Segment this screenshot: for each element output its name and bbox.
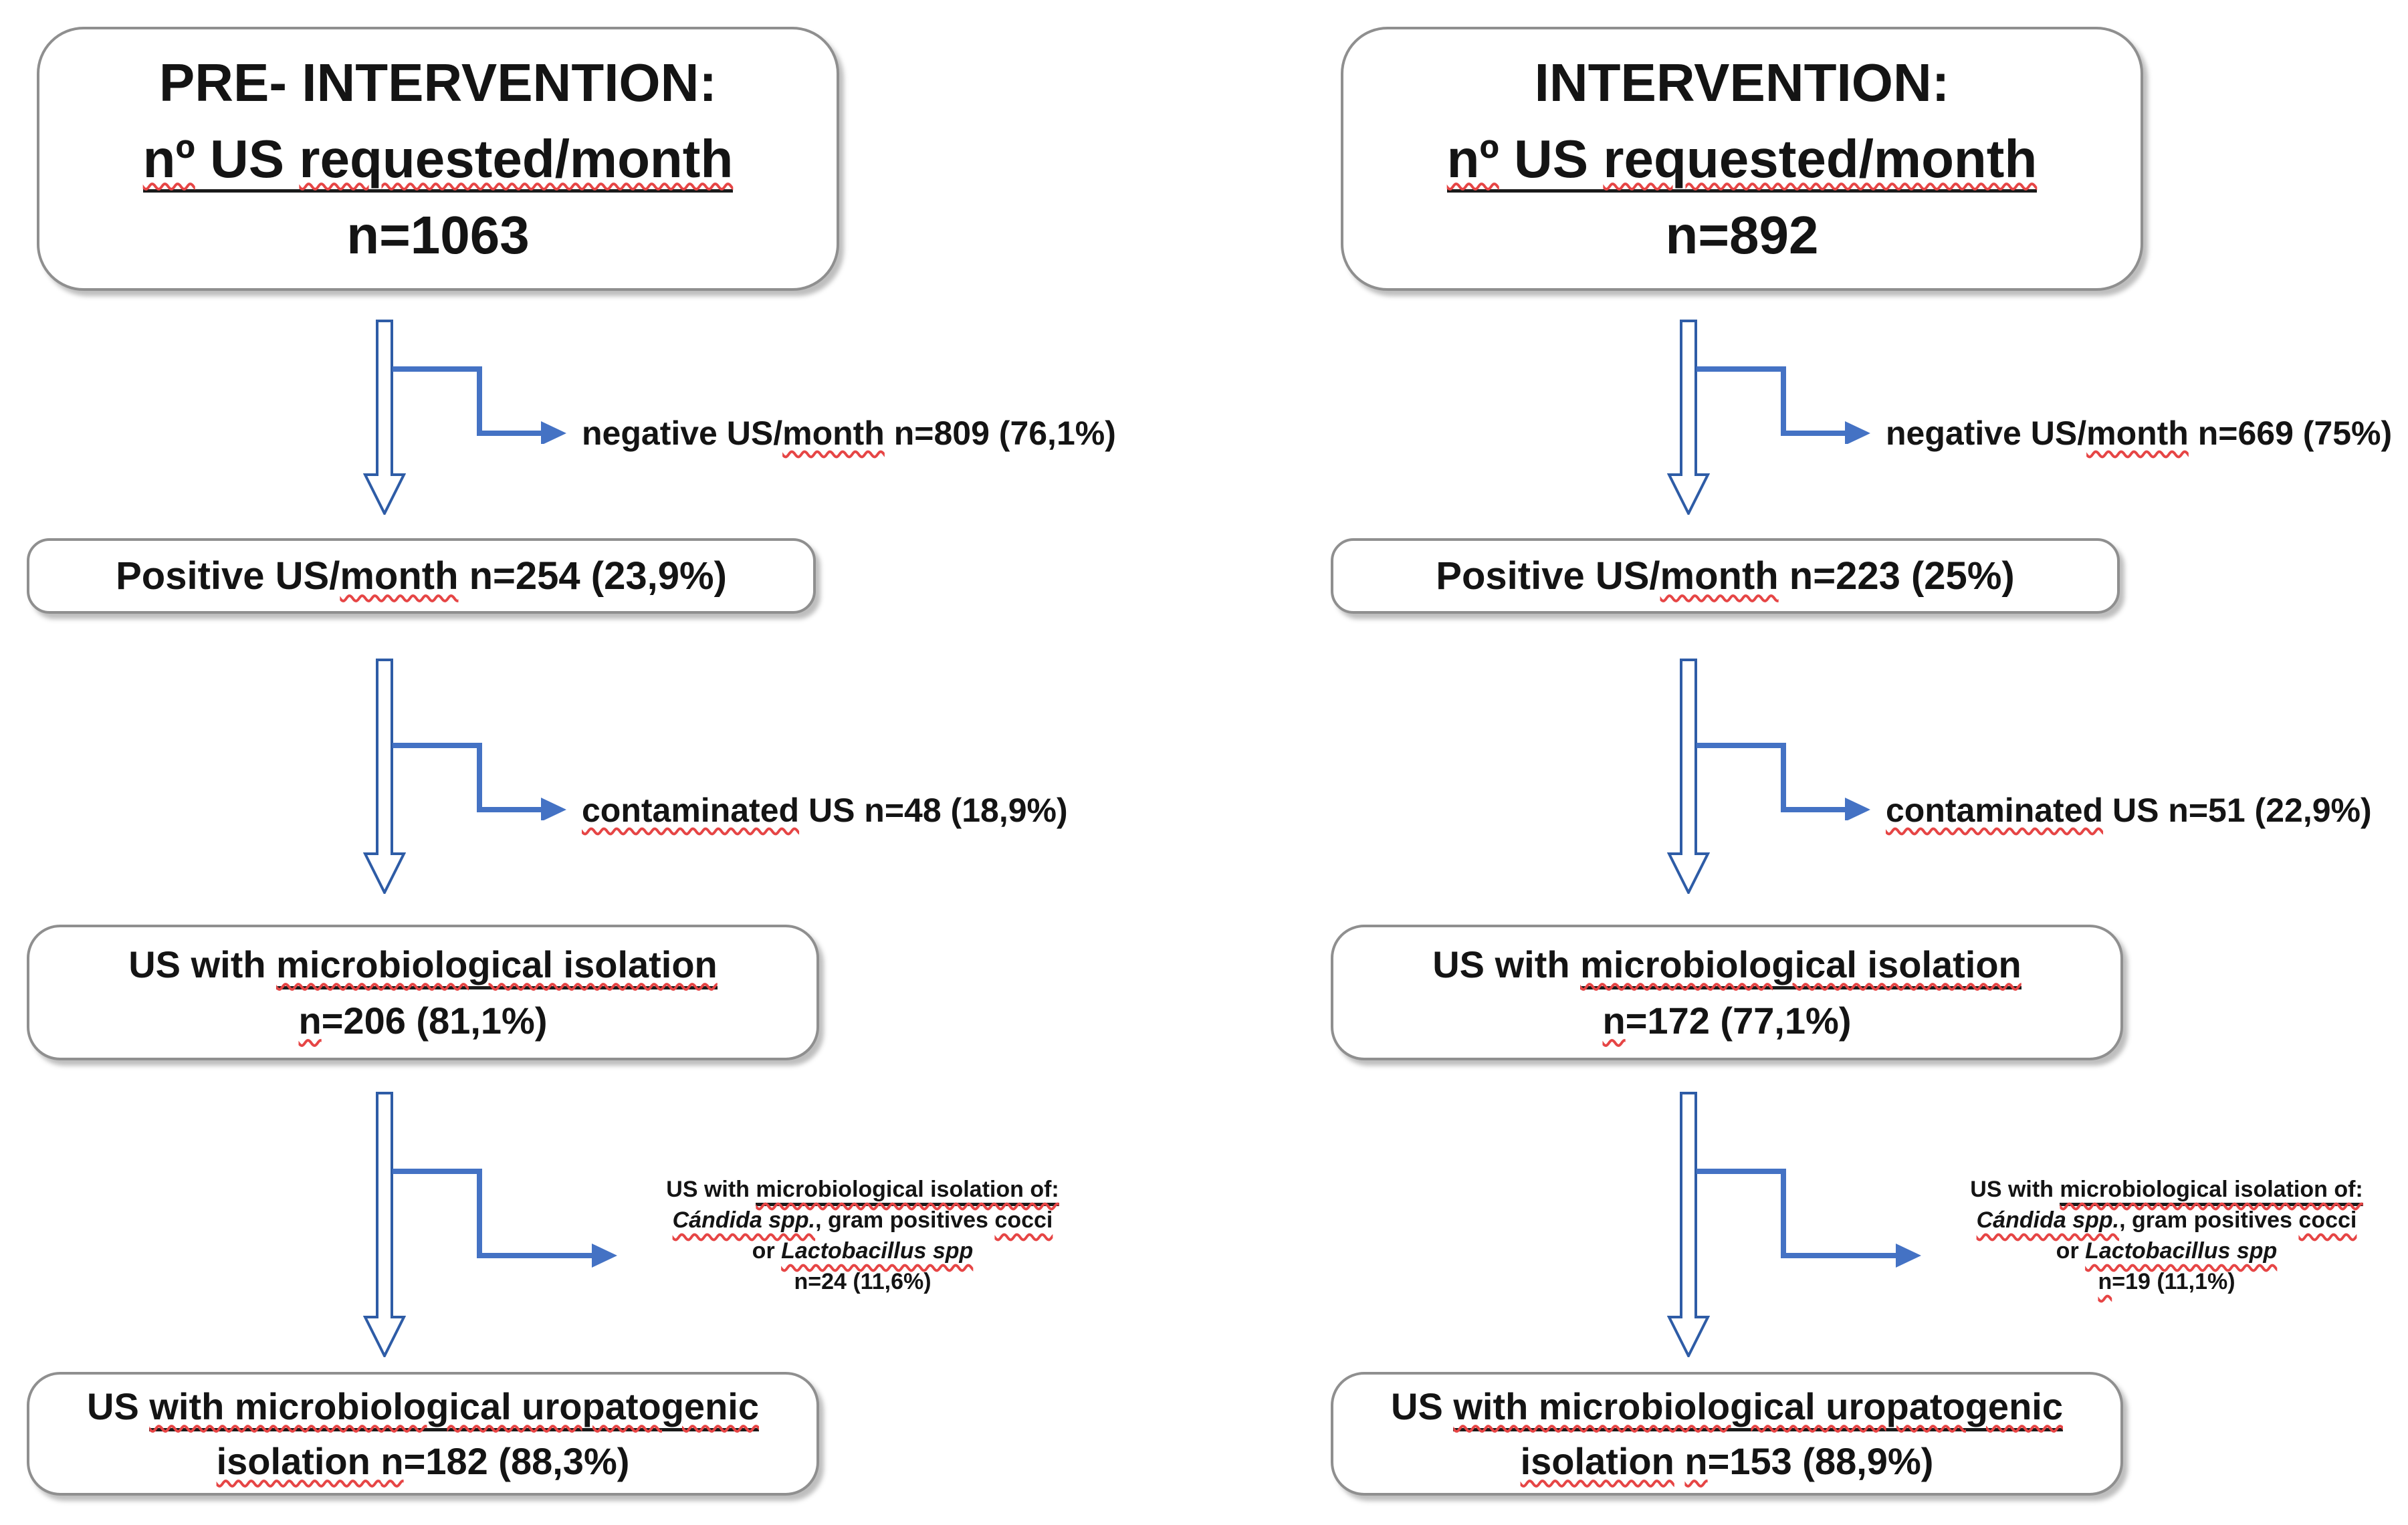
- branch-elbow-arrow-icon: [1695, 740, 1896, 820]
- down-arrow-icon: [363, 659, 406, 894]
- branch-elbow-arrow-icon: [1695, 1166, 1956, 1273]
- down-arrow-icon: [1667, 659, 1710, 894]
- down-arrow-icon: [363, 1092, 406, 1357]
- down-arrow-icon: [1667, 320, 1710, 515]
- branch-elbow-arrow-icon: [391, 740, 592, 820]
- branch-label-other-isolation: US with microbiological isolation of:Cán…: [1970, 1177, 2363, 1294]
- branch-label-contaminated: contaminated US n=48 (18,9%): [582, 792, 1068, 829]
- branch-label-negative: negative US/month n=809 (76,1%): [582, 415, 1116, 452]
- pre-intervention-positive-box: Positive US/month n=254 (23,9%): [27, 538, 816, 614]
- branch-elbow-arrow-icon: [391, 1166, 652, 1273]
- branch-label-negative: negative US/month n=669 (75%): [1886, 415, 2393, 452]
- down-arrow-icon: [1667, 1092, 1710, 1357]
- branch-elbow-arrow-icon: [1695, 364, 1896, 444]
- branch-label-contaminated: contaminated US n=51 (22,9%): [1886, 792, 2372, 829]
- intervention-positive-box: Positive US/month n=223 (25%): [1331, 538, 2120, 614]
- branch-elbow-arrow-icon: [391, 364, 592, 444]
- down-arrow-icon: [363, 320, 406, 515]
- branch-label-other-isolation: US with microbiological isolation of:Cán…: [666, 1177, 1059, 1294]
